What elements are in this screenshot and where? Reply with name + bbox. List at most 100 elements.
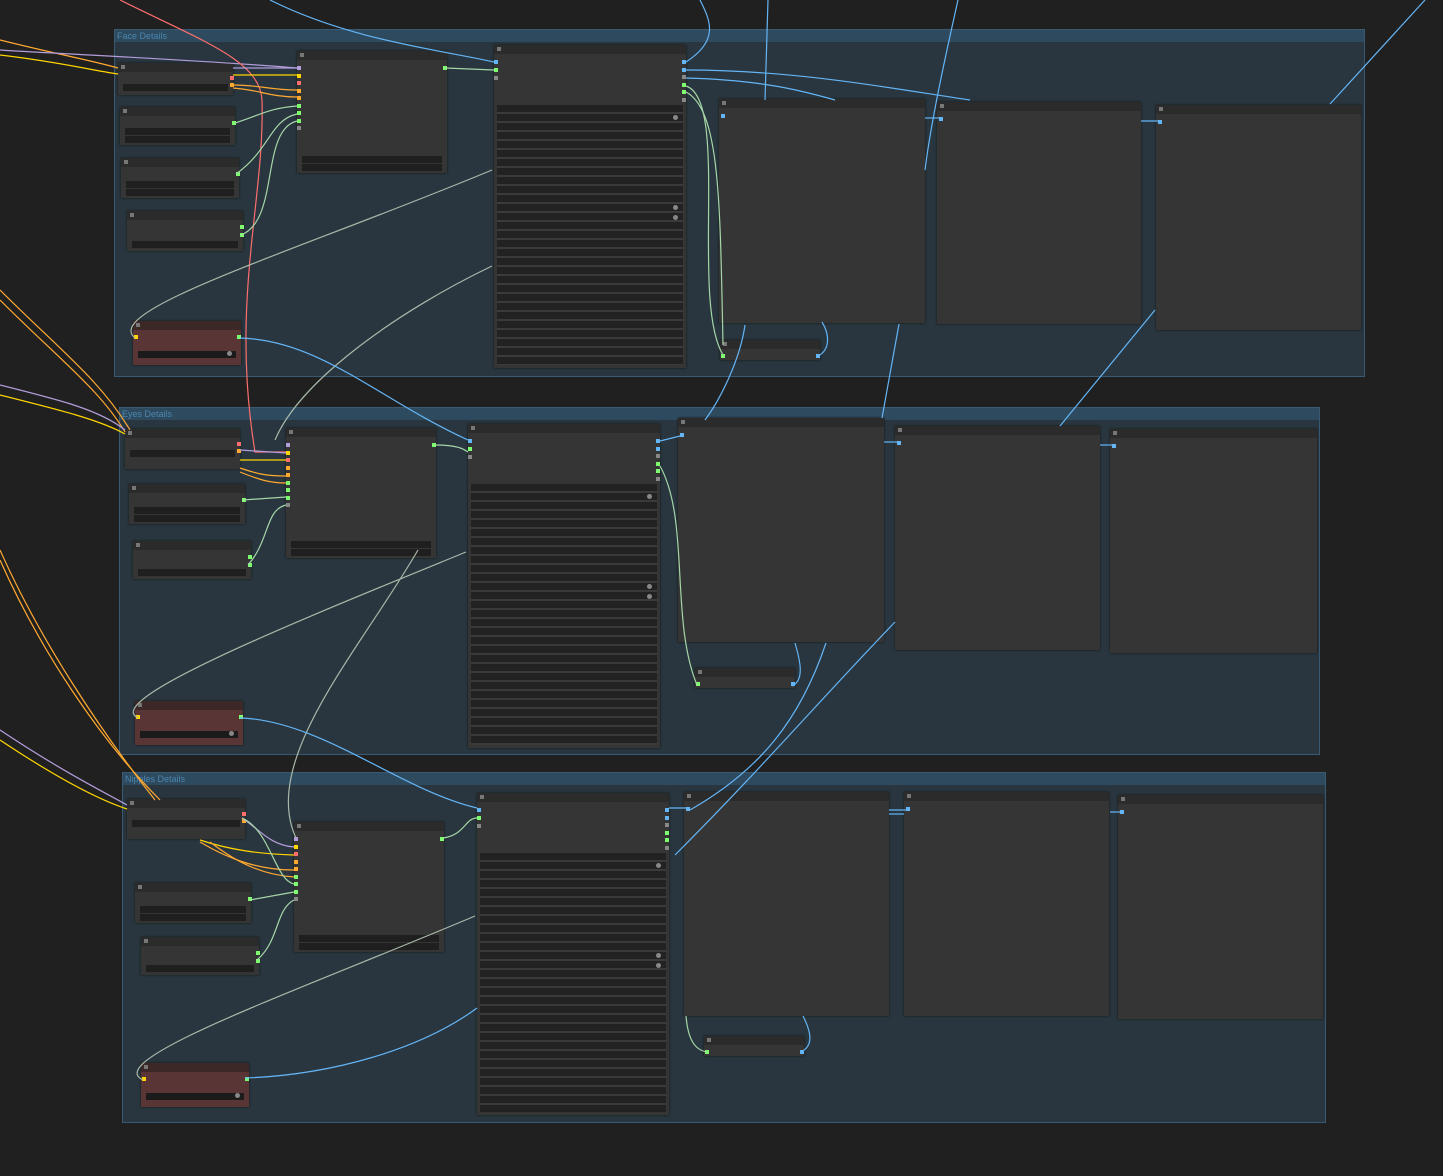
socket[interactable] — [294, 837, 298, 841]
node-header[interactable] — [1110, 429, 1317, 438]
seed-widget[interactable] — [146, 1093, 244, 1100]
node-header[interactable] — [937, 102, 1141, 111]
node-header[interactable] — [141, 937, 259, 946]
socket[interactable] — [494, 60, 498, 64]
collapse-toggle-icon[interactable] — [722, 101, 726, 105]
toggle-knob[interactable] — [647, 594, 652, 599]
collapse-toggle-icon[interactable] — [1159, 107, 1163, 111]
socket[interactable] — [242, 812, 246, 816]
collapse-toggle-icon[interactable] — [289, 430, 293, 434]
collapse-toggle-icon[interactable] — [123, 109, 127, 113]
collapse-toggle-icon[interactable] — [144, 1065, 148, 1069]
node-header[interactable] — [695, 668, 795, 677]
toggle-knob[interactable] — [656, 863, 661, 868]
detector-node[interactable] — [297, 51, 447, 173]
socket[interactable] — [297, 118, 301, 123]
socket[interactable] — [665, 830, 669, 835]
socket[interactable] — [136, 715, 140, 719]
node-widget[interactable] — [140, 906, 246, 913]
socket[interactable] — [721, 354, 725, 358]
toggle-knob[interactable] — [656, 963, 661, 968]
socket[interactable] — [665, 823, 669, 827]
collapse-toggle-icon[interactable] — [687, 794, 691, 798]
graph-node[interactable] — [127, 211, 244, 251]
graph-node[interactable] — [141, 937, 260, 975]
graph-node[interactable] — [120, 107, 236, 145]
seed-widget[interactable] — [140, 731, 238, 738]
seed-node[interactable] — [135, 701, 243, 745]
toggle-knob[interactable] — [647, 584, 652, 589]
toggle-knob[interactable] — [673, 205, 678, 210]
node-widget[interactable] — [126, 189, 234, 196]
node-header[interactable] — [719, 99, 925, 108]
socket[interactable] — [656, 469, 660, 473]
graph-node[interactable] — [118, 63, 234, 95]
socket[interactable] — [294, 882, 298, 886]
socket[interactable] — [245, 1077, 249, 1081]
node-widget[interactable] — [146, 965, 254, 972]
slider-knob[interactable] — [229, 731, 234, 736]
socket[interactable] — [236, 172, 240, 176]
socket[interactable] — [240, 225, 244, 229]
socket[interactable] — [248, 897, 252, 901]
socket[interactable] — [682, 67, 686, 72]
socket[interactable] — [256, 951, 260, 955]
socket[interactable] — [297, 96, 301, 100]
node-header[interactable] — [129, 484, 245, 493]
toggle-knob[interactable] — [673, 115, 678, 120]
socket[interactable] — [242, 498, 246, 502]
node-widget[interactable] — [132, 241, 238, 248]
node-header[interactable] — [286, 428, 436, 437]
socket[interactable] — [665, 815, 669, 820]
node-widget[interactable] — [299, 943, 439, 950]
socket[interactable] — [286, 473, 290, 477]
node-header[interactable] — [125, 429, 240, 438]
collapse-toggle-icon[interactable] — [480, 795, 484, 799]
socket[interactable] — [721, 114, 725, 118]
socket[interactable] — [294, 844, 298, 849]
graph-node[interactable] — [121, 158, 240, 198]
socket[interactable] — [477, 808, 481, 812]
seed-node[interactable] — [141, 1063, 249, 1107]
socket[interactable] — [242, 819, 246, 823]
preview-image-node[interactable] — [684, 792, 889, 1016]
socket[interactable] — [680, 433, 684, 437]
socket[interactable] — [696, 682, 700, 686]
socket[interactable] — [294, 859, 298, 864]
socket[interactable] — [239, 715, 243, 719]
node-header[interactable] — [120, 107, 235, 116]
node-header[interactable] — [133, 321, 241, 330]
socket[interactable] — [134, 335, 138, 339]
socket[interactable] — [248, 563, 252, 567]
detector-node[interactable] — [294, 822, 444, 952]
toggle-knob[interactable] — [656, 953, 661, 958]
socket[interactable] — [237, 449, 241, 453]
socket[interactable] — [656, 461, 660, 466]
collapse-toggle-icon[interactable] — [136, 323, 140, 327]
node-widget[interactable] — [123, 84, 228, 91]
socket[interactable] — [286, 503, 290, 507]
node-widget[interactable] — [134, 507, 240, 514]
socket[interactable] — [656, 454, 660, 458]
node-header[interactable] — [135, 701, 243, 710]
widget-list[interactable] — [480, 853, 666, 1112]
socket[interactable] — [665, 845, 669, 850]
node-header[interactable] — [133, 541, 251, 550]
socket[interactable] — [286, 458, 290, 462]
socket[interactable] — [286, 488, 290, 492]
graph-node[interactable] — [129, 484, 246, 524]
preview-image-node[interactable] — [719, 99, 925, 323]
preview-image-node[interactable] — [904, 792, 1109, 1016]
collapse-toggle-icon[interactable] — [138, 885, 142, 889]
node-header[interactable] — [141, 1063, 249, 1072]
detailer-node[interactable] — [468, 424, 660, 748]
socket[interactable] — [477, 816, 481, 820]
collapse-toggle-icon[interactable] — [1121, 797, 1125, 801]
collapse-toggle-icon[interactable] — [144, 939, 148, 943]
socket[interactable] — [1112, 444, 1116, 448]
socket[interactable] — [1120, 810, 1124, 814]
socket[interactable] — [939, 117, 943, 121]
collapse-toggle-icon[interactable] — [497, 47, 501, 51]
graph-node[interactable] — [133, 541, 252, 579]
socket[interactable] — [286, 443, 290, 447]
